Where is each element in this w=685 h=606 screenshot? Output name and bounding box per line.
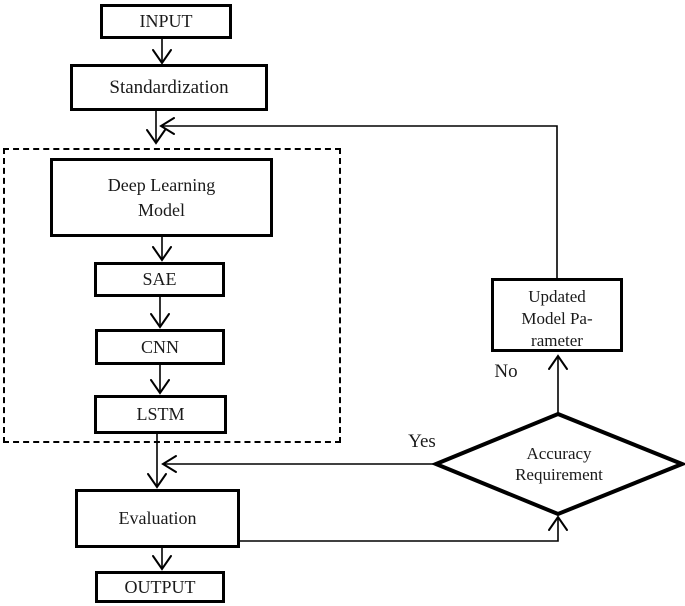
node-sae: SAE bbox=[94, 262, 225, 297]
node-input: INPUT bbox=[100, 4, 232, 39]
edge-accuracy-no-updated bbox=[548, 354, 568, 415]
edge-label-yes: Yes bbox=[408, 431, 436, 452]
node-deep-learning-model-line1: Deep Learning bbox=[107, 174, 216, 195]
node-accuracy-requirement-label: Accuracy Requirement bbox=[478, 443, 640, 485]
edge-evaluation-accuracy bbox=[239, 515, 568, 542]
edge-label-no: No bbox=[494, 361, 518, 382]
node-accuracy-requirement-line2: Requirement bbox=[515, 465, 603, 484]
node-lstm-label: LSTM bbox=[136, 404, 185, 424]
node-updated-model-parameter-line2: Model Pa- bbox=[521, 309, 593, 328]
edge-input-standardization bbox=[152, 37, 172, 65]
node-accuracy-requirement-shape bbox=[430, 411, 685, 517]
node-output-label: OUTPUT bbox=[124, 576, 196, 597]
edge-cnn-lstm bbox=[150, 364, 170, 395]
edge-accuracy-yes bbox=[161, 455, 437, 473]
edge-standardization-group bbox=[146, 109, 166, 145]
node-output: OUTPUT bbox=[95, 571, 225, 603]
node-lstm: LSTM bbox=[94, 395, 227, 434]
edge-dlm-sae bbox=[152, 236, 172, 262]
node-accuracy-requirement-line1: Accuracy bbox=[526, 444, 592, 463]
edge-evaluation-output bbox=[152, 547, 172, 571]
node-input-label: INPUT bbox=[139, 11, 193, 31]
node-cnn: CNN bbox=[95, 329, 225, 365]
node-updated-model-parameter: Updated Model Pa- rameter bbox=[491, 278, 623, 352]
edge-updated-parameter-feedback bbox=[159, 117, 558, 279]
node-sae-label: SAE bbox=[142, 269, 177, 289]
node-cnn-label: CNN bbox=[140, 336, 179, 357]
node-evaluation-label: Evaluation bbox=[118, 508, 197, 528]
node-updated-model-parameter-line1: Updated bbox=[528, 287, 586, 306]
node-deep-learning-model-line2: Model bbox=[138, 199, 185, 220]
deep-learning-group-frame bbox=[3, 148, 341, 443]
node-standardization-label: Standardization bbox=[109, 77, 229, 98]
node-evaluation: Evaluation bbox=[75, 489, 240, 548]
node-standardization: Standardization bbox=[70, 64, 268, 111]
node-updated-model-parameter-line3: rameter bbox=[531, 331, 583, 350]
node-deep-learning-model: Deep Learning Model bbox=[50, 158, 273, 237]
edge-sae-cnn bbox=[150, 296, 170, 329]
